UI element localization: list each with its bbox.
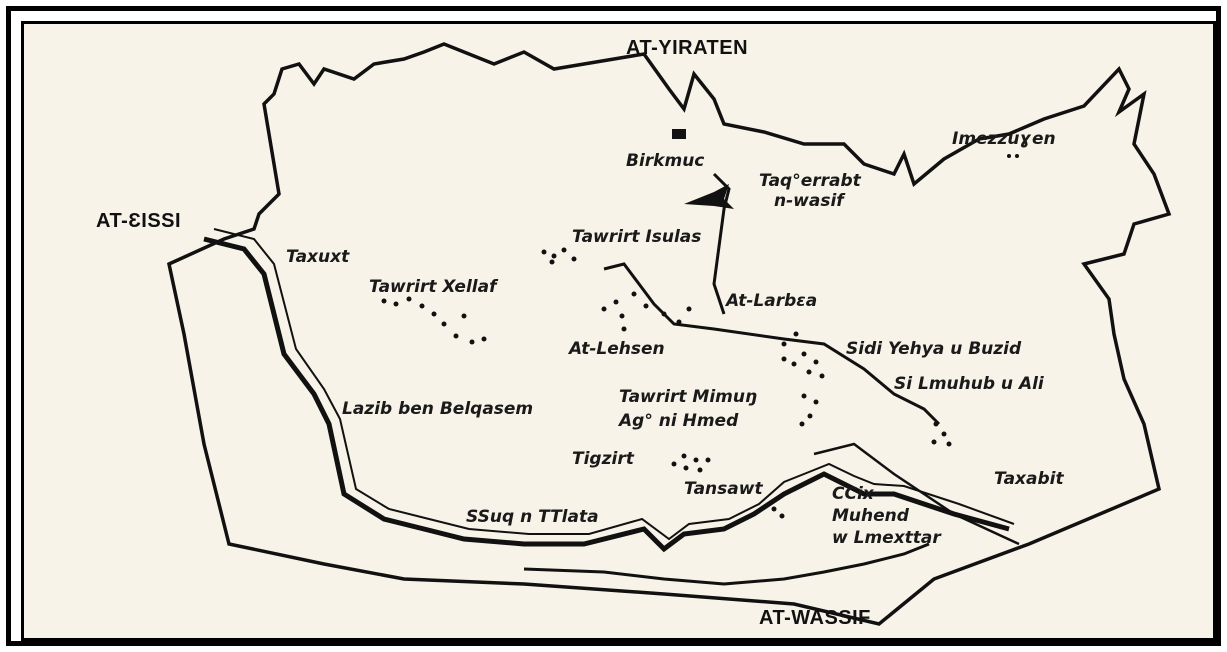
- map-panel: AT-YIRATEN AT-ƐISSI AT-WASSIF Birkmuc Ta…: [21, 21, 1216, 641]
- place-taxabit: Taxabit: [994, 469, 1064, 489]
- place-tigzirt: Tigzirt: [572, 449, 635, 469]
- place-ccix-2: Muhend: [832, 506, 910, 526]
- village-dots: [381, 129, 1019, 519]
- southern-loop: [523, 542, 930, 586]
- region-label-west: AT-ƐISSI: [96, 210, 181, 232]
- inner-boundary-thick: [203, 236, 1010, 553]
- region-label-south: AT-WASSIF: [759, 607, 871, 629]
- outer-boundary: [166, 42, 1172, 626]
- arrow-icon: [684, 184, 734, 209]
- place-imezzuyen: Imezzuɣen: [952, 129, 1056, 149]
- place-ccix-3: w Lmexttar: [832, 528, 942, 548]
- place-tawrirt-xellaf: Tawrirt Xellaf: [369, 277, 499, 297]
- inner-boundary-thin: [213, 228, 1015, 541]
- place-taqerrabt-2: n-wasif: [774, 191, 846, 211]
- region-label-north: AT-YIRATEN: [626, 37, 748, 59]
- territory-map: AT-YIRATEN AT-ƐISSI AT-WASSIF Birkmuc Ta…: [96, 37, 1172, 629]
- place-at-larbea: At-Larbɛa: [724, 291, 817, 311]
- place-ssuq: SSuq n TTlata: [466, 507, 599, 527]
- place-at-lehsen: At-Lehsen: [567, 339, 665, 359]
- place-lazib: Lazib ben Belqasem: [342, 399, 533, 419]
- place-tawrirt-mimun: Tawrirt Mimuŋ: [619, 387, 757, 407]
- place-tawrirt-isulas: Tawrirt Isulas: [572, 227, 701, 247]
- place-ccix-1: CCix: [832, 484, 875, 504]
- place-birkmuc: Birkmuc: [626, 151, 704, 171]
- internal-line-east: [813, 442, 1020, 546]
- place-tansawt: Tansawt: [684, 479, 763, 499]
- internal-line-central: [603, 262, 941, 426]
- place-taqerrabt-1: Taq°errabt: [759, 171, 862, 191]
- place-agni-hmed: Ag° ni Hmed: [617, 411, 739, 431]
- place-si-lmuhub: Si Lmuhub u Ali: [894, 374, 1045, 394]
- place-sidi-yehya: Sidi Yehya u Buzid: [846, 339, 1022, 359]
- outer-frame: AT-YIRATEN AT-ƐISSI AT-WASSIF Birkmuc Ta…: [6, 6, 1221, 646]
- place-taxuxt: Taxuxt: [286, 247, 350, 267]
- internal-line-north: [712, 172, 731, 315]
